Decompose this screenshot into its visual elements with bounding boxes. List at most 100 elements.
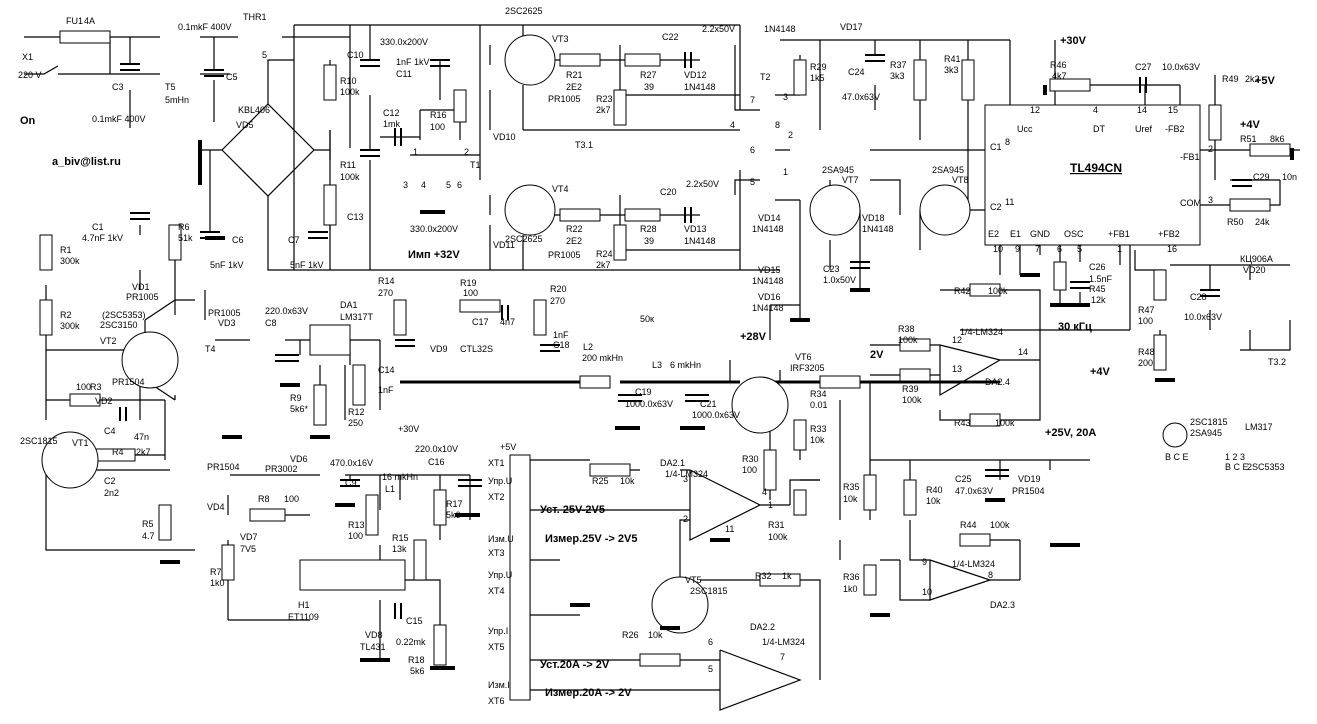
label-r24: R24 — [596, 249, 613, 259]
label-osc: OSC — [1064, 229, 1084, 239]
label-s9: 9 — [922, 557, 927, 567]
label-fb2m: -FB2 — [1165, 124, 1185, 134]
label-e1: E1 — [1010, 229, 1021, 239]
label-ust20: Уст.20A -> 2V — [540, 659, 610, 671]
label-c28: C28 — [1190, 292, 1207, 302]
label-l1v: 16 mkHn — [382, 472, 418, 482]
label-vd17: VD17 — [840, 22, 863, 32]
label-r10: R10 — [340, 76, 357, 86]
label-c26: C26 — [1089, 262, 1106, 272]
label-r18: R18 — [408, 655, 425, 665]
label-c22v: 2.2x50V — [702, 24, 735, 34]
label-gnd: GND — [1030, 229, 1051, 239]
label-r22v: 2E2 — [566, 236, 582, 246]
label-dt: DT — [1093, 124, 1105, 134]
label-da21: DA2.1 — [660, 458, 685, 468]
label-r23: R23 — [596, 94, 613, 104]
label-xt3: XT3 — [488, 548, 505, 558]
label-vt2: VT2 — [100, 336, 117, 346]
label-b7: 7 — [780, 652, 785, 662]
label-c29: C29 — [1253, 172, 1270, 182]
label-out: +25V, 20A — [1045, 427, 1096, 439]
label-c2v: 2n2 — [104, 488, 119, 498]
label-c21v: 1000.0x63V — [692, 410, 740, 420]
label-vd18m: 1N4148 — [862, 224, 894, 234]
label-izm25: Измер.25V -> 2V5 — [545, 533, 637, 545]
label-vd12: VD12 — [684, 70, 707, 80]
label-c27v: 10.0x63V — [1162, 62, 1200, 72]
label-c23v: 1.0x50V — [823, 275, 856, 285]
label-p14: 14 — [1137, 105, 1147, 115]
label-t2p6: 6 — [750, 145, 755, 155]
label-c10: C10 — [347, 50, 364, 60]
label-vt1m1: 2SC1815 — [20, 436, 58, 446]
label-xt4: XT4 — [488, 586, 505, 596]
label-r42: R42 — [954, 286, 971, 296]
label-r31v: 100k — [768, 532, 788, 542]
label-vt1: VT1 — [72, 438, 89, 448]
label-xt6a: Изм.I — [488, 680, 510, 690]
label-vt6m: IRF3205 — [790, 363, 825, 373]
label-vt2b: 2SC3150 — [100, 320, 138, 330]
label-c8: C8 — [265, 318, 277, 328]
label-r4: R4 — [112, 447, 124, 457]
label-vd14: VD14 — [758, 213, 781, 223]
label-vd3: VD3 — [218, 318, 236, 328]
label-r47v: 100 — [1138, 316, 1153, 326]
label-fb1p: +FB1 — [1108, 229, 1130, 239]
label-r31: R31 — [768, 520, 785, 530]
label-r38v: 100k — [898, 335, 918, 345]
label-com: COM — [1180, 198, 1201, 208]
label-c1v: 4.7nF 1kV — [82, 233, 123, 243]
label-c21: C21 — [700, 399, 717, 409]
label-ucc: Ucc — [1017, 124, 1033, 134]
label-vd16m: 1N4148 — [752, 303, 784, 313]
components — [39, 30, 1294, 701]
label-l2: L2 — [583, 342, 593, 352]
label-q12: 12 — [952, 335, 962, 345]
label-da1m: LM317T — [340, 312, 374, 322]
label-vd5: VD5 — [236, 120, 254, 130]
label-xt3a: Изм.U — [488, 534, 514, 544]
label-p16: 16 — [1167, 244, 1177, 254]
label-vd10: VD10 — [493, 132, 516, 142]
label-c25: C25 — [955, 474, 972, 484]
label-c19v: 1000.0x63V — [625, 399, 673, 409]
label-fb1m: -FB1 — [1180, 152, 1200, 162]
label-c25v: 47.0x63V — [955, 486, 993, 496]
label-p10: 10 — [993, 244, 1003, 254]
label-pk6: B C E — [1225, 462, 1249, 472]
label-r48v: 200 — [1138, 358, 1153, 368]
label-c3: C3 — [112, 82, 124, 92]
label-vt5: VT5 — [685, 575, 702, 585]
label-c24v: 47.0x63V — [842, 92, 880, 102]
label-r29: R29 — [810, 62, 827, 72]
label-r7: R7 — [210, 567, 222, 577]
mains-switch-label: On — [20, 115, 36, 127]
label-imp: Имп +32V — [408, 249, 460, 261]
label-r50: R50 — [1227, 217, 1244, 227]
label-c14v: 1nF — [378, 385, 394, 395]
label-v4a: +4V — [1240, 119, 1261, 131]
label-c6v: 5nF 1kV — [210, 260, 244, 270]
label-r42v: 100k — [988, 286, 1008, 296]
label-c4: C4 — [104, 426, 116, 436]
label-c17: C17 — [472, 317, 489, 327]
label-r40: R40 — [926, 485, 943, 495]
label-t2: T2 — [760, 72, 771, 82]
label-vt6: VT6 — [795, 352, 812, 362]
label-b6: 6 — [708, 637, 713, 647]
label-r17: R17 — [446, 499, 463, 509]
optocoupler — [299, 559, 406, 591]
label-r39: R39 — [902, 384, 919, 394]
label-t2p7: 7 — [750, 95, 755, 105]
label-r1: R1 — [60, 245, 72, 255]
label-p8: 8 — [1005, 137, 1010, 147]
label-r26: R26 — [622, 630, 639, 640]
label-r45v: 12k — [1091, 295, 1106, 305]
label-r14: R14 — [378, 276, 395, 286]
label-vd15m: 1N4148 — [752, 276, 784, 286]
label-vt4m: 2SC2625 — [505, 234, 543, 244]
label-fb2p: +FB2 — [1158, 229, 1180, 239]
label-vd9: VD9 — [430, 344, 448, 354]
